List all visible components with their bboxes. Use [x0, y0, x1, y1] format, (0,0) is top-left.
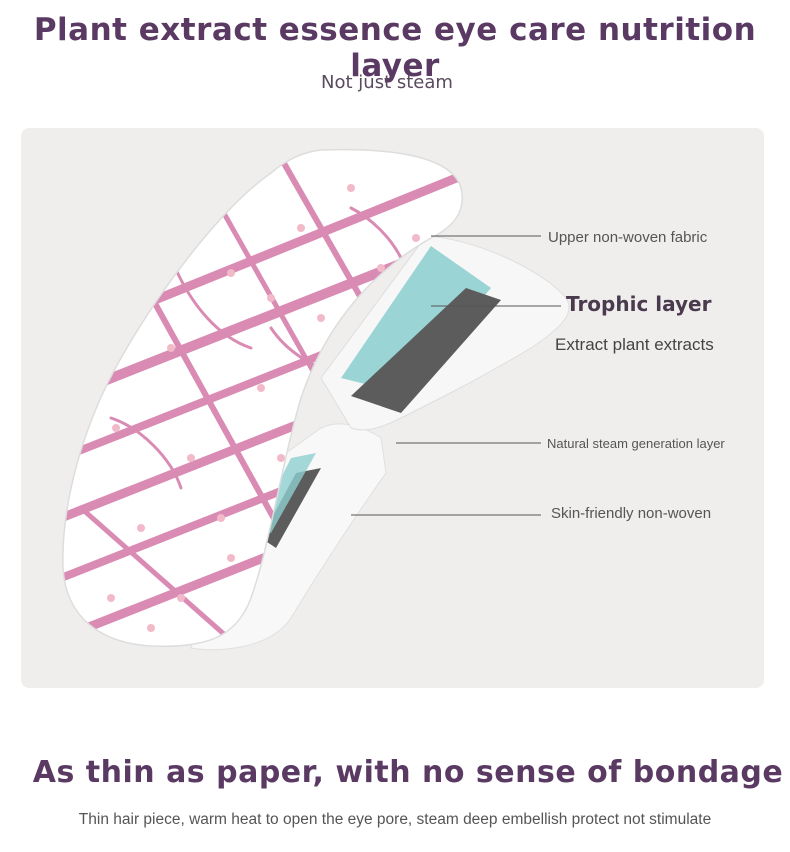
page-title: Plant extract essence eye care nutrition…: [33, 12, 757, 84]
label-skin-layer: Skin-friendly non-woven: [551, 505, 712, 522]
caption: Thin hair piece, warm heat to open the e…: [78, 811, 712, 828]
diagram-panel: Upper non-woven fabric Trophic layer Ext…: [21, 128, 764, 688]
steam-layer-lower: [261, 468, 321, 548]
label-steam-layer: Natural steam generation layer: [547, 436, 725, 451]
page-subtitle: Not just steam: [321, 72, 453, 93]
steam-layer-shape: [351, 288, 501, 413]
headline: As thin as paper, with no sense of bonda…: [32, 755, 784, 790]
eye-mask-illustration: [62, 148, 570, 651]
mask-outline: [62, 148, 463, 647]
trophic-layer-shape: [341, 246, 491, 393]
label-trophic-layer: Trophic layer: [566, 292, 712, 316]
label-upper-fabric: Upper non-woven fabric: [548, 229, 708, 246]
label-trophic-desc: Extract plant extracts: [555, 335, 714, 354]
